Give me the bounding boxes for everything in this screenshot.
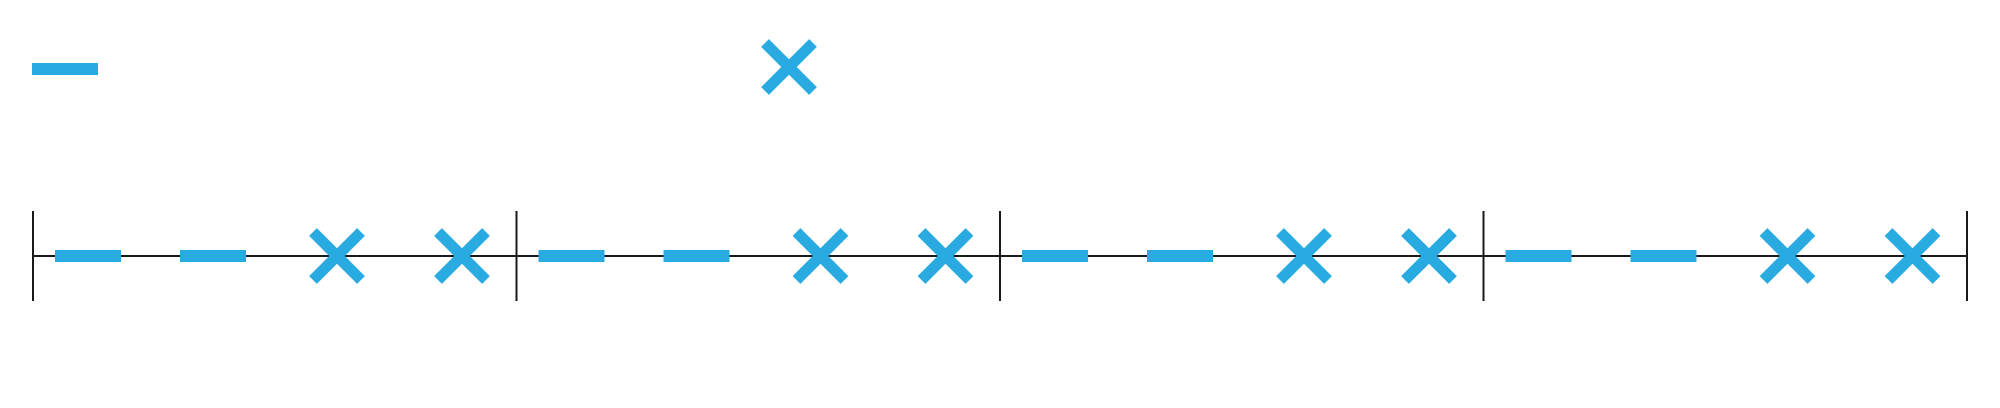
timeline-dash-icon [1505, 250, 1572, 262]
timeline-cross-icon [309, 228, 365, 284]
timeline-cross-icon [917, 228, 974, 284]
timeline-dash-icon [663, 250, 730, 262]
timeline-cross-icon [1759, 228, 1816, 284]
timeline-cross-icon [1884, 228, 1941, 284]
segment-dividers [32, 211, 1968, 301]
timeline-cross-icon [434, 228, 490, 284]
timeline-cross-icon [1276, 228, 1332, 284]
legend [32, 39, 817, 95]
timeline-symbols [55, 228, 1941, 284]
timeline-dash-icon [55, 250, 121, 262]
timeline-dash-icon [1630, 250, 1697, 262]
cross-icon [761, 39, 817, 95]
timeline-dash-icon [1022, 250, 1088, 262]
timeline-dash-icon [538, 250, 605, 262]
timeline-cross-icon [1401, 228, 1457, 284]
timeline-dash-icon [1147, 250, 1213, 262]
timeline [32, 211, 1968, 301]
timeline-cross-icon [792, 228, 849, 284]
timeline-dash-icon [180, 250, 246, 262]
dash-icon [32, 63, 98, 75]
